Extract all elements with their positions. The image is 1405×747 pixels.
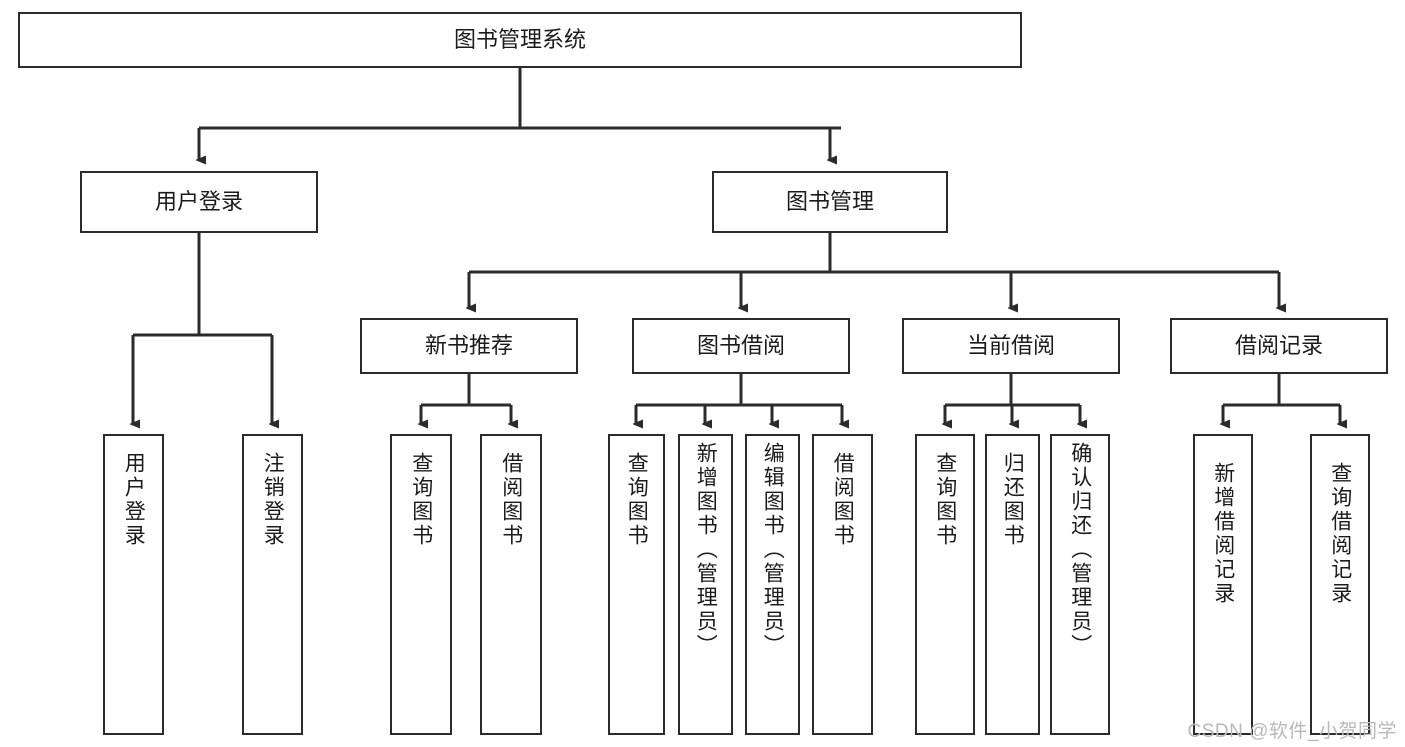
node-user-login[interactable]: 用户登录 [80,171,318,233]
node-book-borrow[interactable]: 图书借阅 [632,318,850,374]
node-leaf-query-borrow-record[interactable]: 查询借阅记录 [1310,434,1370,735]
node-leaf-query-book-3-label: 查询图书 [933,452,957,548]
node-book-borrow-label: 图书借阅 [696,332,785,358]
node-leaf-borrow-book-2[interactable]: 借阅图书 [812,434,873,735]
node-current-borrow-label: 当前借阅 [966,332,1055,358]
node-leaf-add-borrow-record[interactable]: 新增借阅记录 [1193,434,1253,735]
node-leaf-user-login[interactable]: 用户登录 [103,434,164,735]
node-root[interactable]: 图书管理系统 [18,12,1022,68]
node-leaf-edit-book-admin[interactable]: 编辑图书（管理员） [745,434,800,735]
watermark-label: CSDN @软件_小贺同学 [1187,721,1397,742]
node-leaf-add-book-admin[interactable]: 新增图书（管理员） [678,434,733,735]
node-leaf-query-book-2-label: 查询图书 [625,452,649,548]
node-borrow-record[interactable]: 借阅记录 [1170,318,1388,374]
node-borrow-record-label: 借阅记录 [1234,332,1323,358]
node-book-manage-label: 图书管理 [785,188,874,214]
node-leaf-add-book-admin-label: 新增图书（管理员） [694,442,718,658]
node-book-manage[interactable]: 图书管理 [712,171,948,233]
node-new-book-rec[interactable]: 新书推荐 [360,318,578,374]
node-leaf-add-borrow-record-label: 新增借阅记录 [1211,462,1235,606]
node-leaf-return-book-label: 归还图书 [1001,452,1025,548]
node-leaf-query-book-1[interactable]: 查询图书 [390,434,452,735]
node-leaf-user-logout[interactable]: 注销登录 [242,434,303,735]
node-leaf-confirm-return-admin[interactable]: 确认归还（管理员） [1050,434,1110,735]
node-leaf-return-book[interactable]: 归还图书 [985,434,1040,735]
node-leaf-confirm-return-admin-label: 确认归还（管理员） [1068,442,1092,658]
node-leaf-query-book-1-label: 查询图书 [409,452,433,548]
node-leaf-edit-book-admin-label: 编辑图书（管理员） [761,442,785,658]
node-root-label: 图书管理系统 [453,26,586,52]
node-leaf-query-book-2[interactable]: 查询图书 [608,434,665,735]
node-leaf-query-book-3[interactable]: 查询图书 [915,434,975,735]
node-leaf-borrow-book-1-label: 借阅图书 [499,452,523,548]
node-leaf-user-logout-label: 注销登录 [261,452,285,548]
node-leaf-query-borrow-record-label: 查询借阅记录 [1328,462,1352,606]
node-leaf-borrow-book-2-label: 借阅图书 [831,452,855,548]
node-current-borrow[interactable]: 当前借阅 [902,318,1120,374]
node-user-login-label: 用户登录 [154,188,243,214]
node-leaf-borrow-book-1[interactable]: 借阅图书 [480,434,542,735]
node-new-book-rec-label: 新书推荐 [424,332,513,358]
node-leaf-user-login-label: 用户登录 [122,452,146,548]
